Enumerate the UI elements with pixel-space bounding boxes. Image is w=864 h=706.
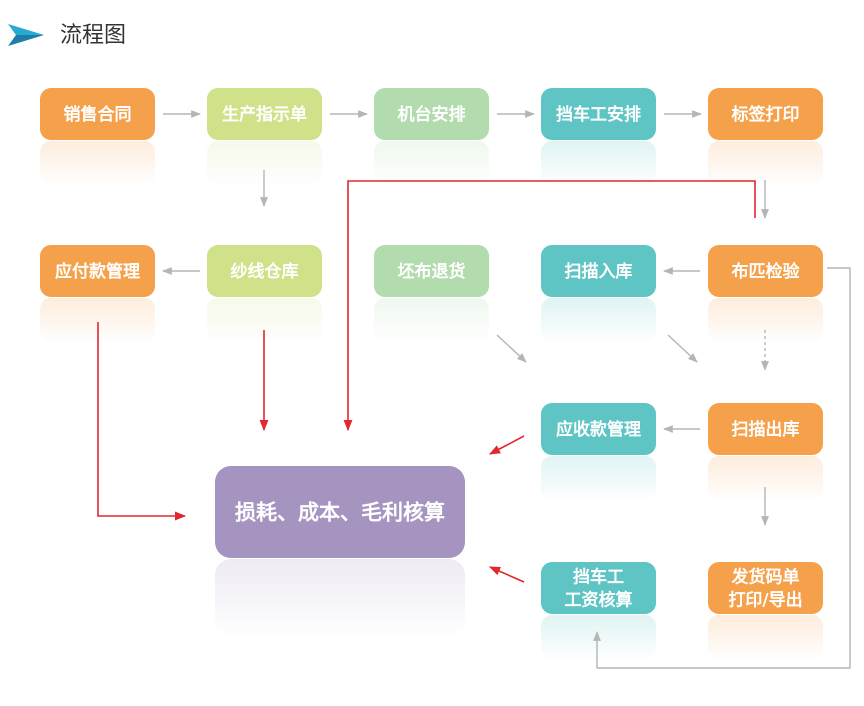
arrow-scanin-to-scanout [667, 334, 698, 363]
payables-reflection [38, 298, 157, 344]
shipping-print-label: 打印/导出 [728, 590, 802, 611]
arrow-greige-to-receivables [496, 334, 527, 363]
production-order-label: 生产指示单 [222, 104, 307, 125]
node-yarn-warehouse: 纱线仓库 [207, 245, 322, 297]
arrow-wage-to-cost [488, 566, 525, 583]
sales-contract-label: 销售合同 [64, 104, 132, 125]
arrow-payables-to-cost [97, 322, 187, 521]
machine-schedule-label: 机台安排 [398, 104, 466, 125]
sales-contract-reflection [38, 141, 157, 187]
greige-return-label: 坯布退货 [398, 261, 466, 282]
node-receivables: 应收款管理 [541, 403, 656, 455]
arrow-inspection-to-cost [343, 180, 756, 432]
scan-in-reflection [539, 298, 658, 344]
node-greige-return: 坯布退货 [374, 245, 489, 297]
node-fabric-inspection: 布匹检验 [708, 245, 823, 297]
fabric-inspection-label: 布匹检验 [732, 261, 801, 282]
machine-schedule-reflection [372, 141, 491, 187]
worker-schedule-reflection [539, 141, 658, 187]
shipping-print-reflection [706, 615, 825, 661]
node-payables: 应付款管理 [40, 245, 155, 297]
scan-out-reflection [706, 456, 825, 502]
node-sales-contract: 销售合同 [40, 88, 155, 140]
node-production-order: 生产指示单 [207, 88, 322, 140]
worker-wage-label: 挡车工 [573, 567, 624, 588]
page-title: 流程图 [60, 23, 127, 48]
worker-wage-reflection [539, 615, 658, 661]
node-cost-accounting: 损耗、成本、毛利核算 [215, 466, 465, 558]
cost-accounting-reflection [213, 559, 467, 639]
node-machine-schedule: 机台安排 [374, 88, 489, 140]
label-print-label: 标签打印 [732, 104, 800, 125]
node-scan-in: 扫描入库 [541, 245, 656, 297]
arrow-shipping-to-wage [593, 267, 851, 669]
fabric-inspection-reflection [706, 298, 825, 344]
worker-schedule-label: 挡车工安排 [556, 104, 641, 125]
worker-wage-label: 工资核算 [565, 590, 633, 611]
node-scan-out: 扫描出库 [708, 403, 823, 455]
yarn-warehouse-label: 纱线仓库 [231, 261, 299, 282]
paper-plane-icon [8, 24, 44, 46]
scan-out-label: 扫描出库 [732, 419, 800, 440]
node-label-print: 标签打印 [708, 88, 823, 140]
production-order-reflection [205, 141, 324, 187]
cost-accounting-label: 损耗、成本、毛利核算 [235, 501, 445, 525]
receivables-reflection [539, 456, 658, 502]
label-print-reflection [706, 141, 825, 187]
payables-label: 应付款管理 [55, 261, 140, 282]
node-worker-schedule: 挡车工安排 [541, 88, 656, 140]
yarn-warehouse-reflection [205, 298, 324, 344]
receivables-label: 应收款管理 [556, 419, 641, 440]
greige-return-reflection [372, 298, 491, 344]
shipping-print-label: 发货码单 [731, 567, 800, 588]
arrow-receivables-to-cost [489, 435, 525, 455]
scan-in-label: 扫描入库 [565, 261, 633, 282]
